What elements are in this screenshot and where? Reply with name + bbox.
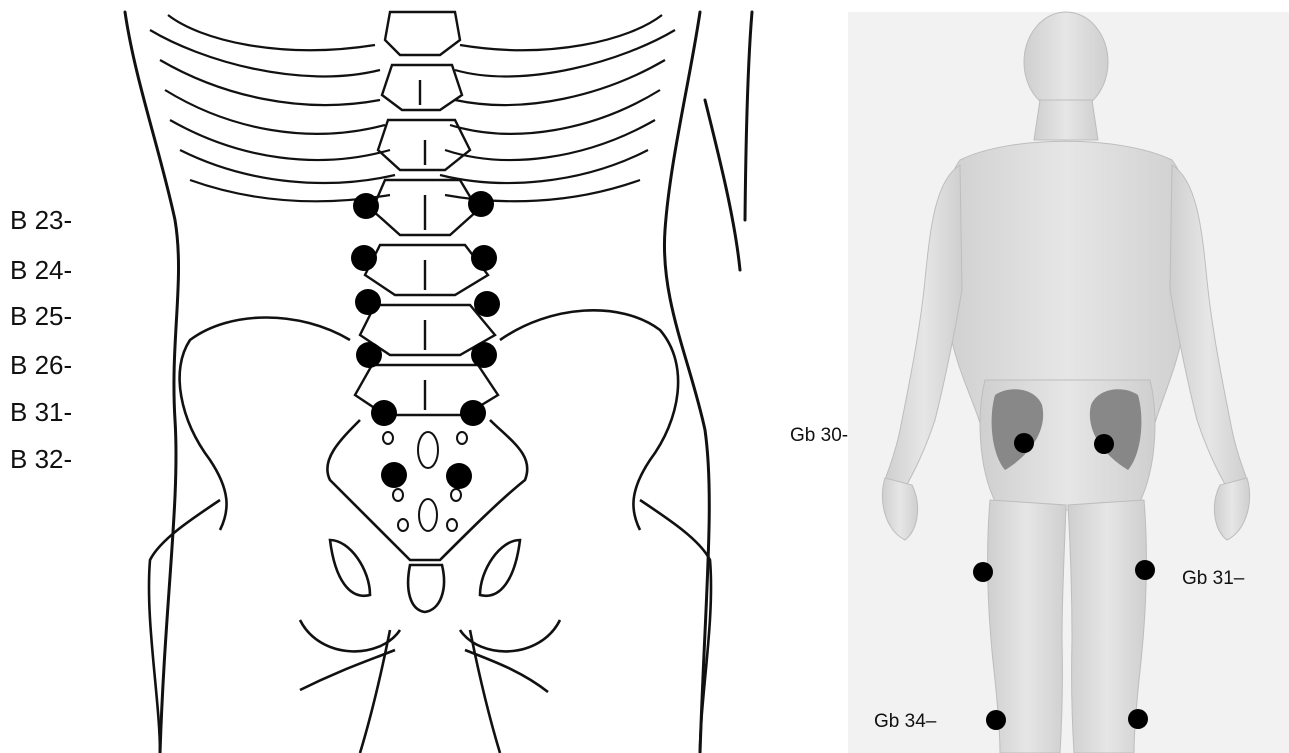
point-gb30-right bbox=[1094, 434, 1114, 454]
label-b32: B 32- bbox=[10, 444, 72, 475]
point-b26-left bbox=[356, 342, 382, 368]
point-gb34-right bbox=[1128, 709, 1148, 729]
label-b24: B 24- bbox=[10, 255, 72, 286]
point-b23-left bbox=[353, 193, 379, 219]
right-arm bbox=[1170, 165, 1247, 488]
point-gb30-left bbox=[1014, 433, 1034, 453]
right-leg bbox=[1068, 500, 1146, 753]
spine-pelvis-diagram bbox=[0, 0, 760, 753]
label-b26: B 26- bbox=[10, 350, 72, 381]
point-gb31-right bbox=[1135, 560, 1155, 580]
point-b31-right bbox=[460, 400, 486, 426]
point-b26-right bbox=[471, 342, 497, 368]
label-b25: B 25- bbox=[10, 301, 72, 332]
gluteal-left bbox=[992, 389, 1044, 470]
label-b31: B 31- bbox=[10, 397, 72, 428]
point-b32-left bbox=[381, 462, 407, 488]
torso bbox=[942, 141, 1192, 440]
label-b23: B 23- bbox=[10, 205, 72, 236]
point-gb34-left bbox=[986, 710, 1006, 730]
left-arm bbox=[885, 165, 962, 488]
point-b25-right bbox=[474, 291, 500, 317]
point-b24-right bbox=[471, 245, 497, 271]
label-gb34: Gb 34– bbox=[874, 711, 936, 733]
head bbox=[1024, 12, 1108, 112]
point-b25-left bbox=[355, 289, 381, 315]
label-gb31: Gb 31– bbox=[1182, 568, 1244, 590]
point-gb31-left bbox=[973, 562, 993, 582]
point-b23-right bbox=[468, 191, 494, 217]
label-gb30: Gb 30- bbox=[790, 425, 848, 447]
point-b24-left bbox=[351, 245, 377, 271]
left-leg bbox=[988, 500, 1066, 753]
gluteal-right bbox=[1090, 389, 1142, 470]
torso-right-outline bbox=[664, 12, 709, 753]
body-panel-background bbox=[848, 12, 1289, 753]
point-b32-right bbox=[446, 463, 472, 489]
point-b31-left bbox=[371, 400, 397, 426]
